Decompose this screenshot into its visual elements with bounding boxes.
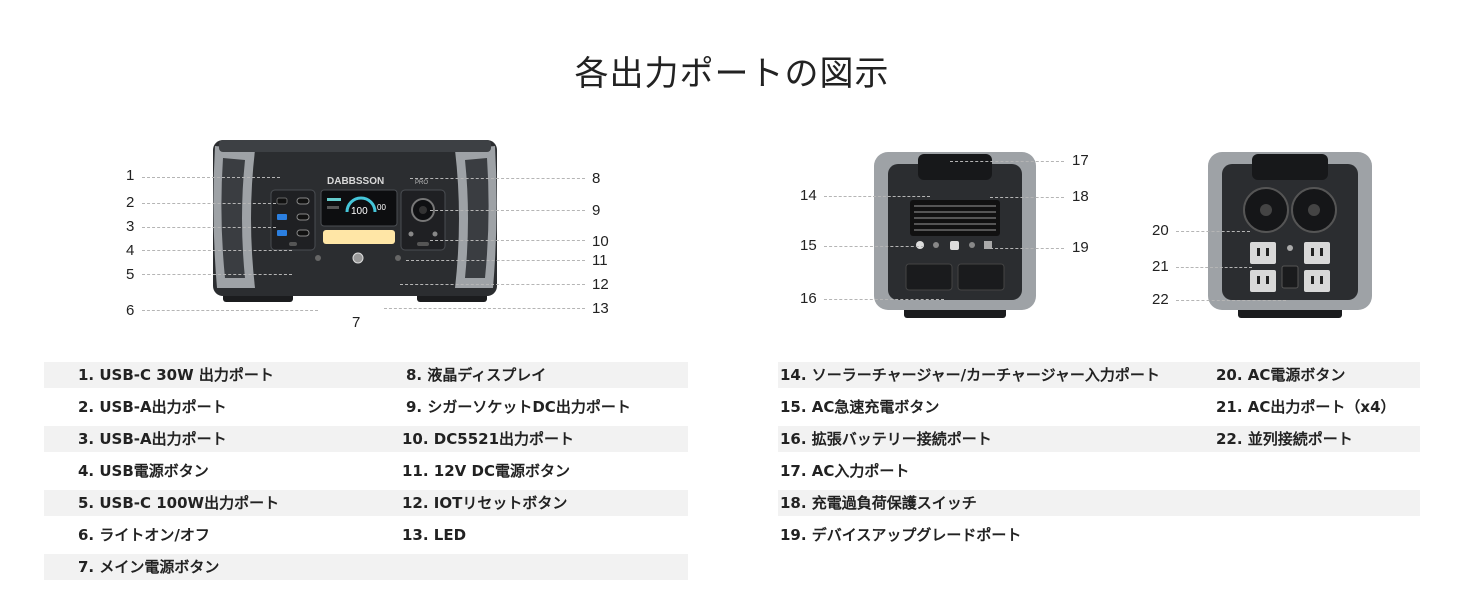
leader-line xyxy=(142,227,276,228)
display-value-left: 100 xyxy=(351,206,368,217)
legend-item-1: 1. USB-C 30W 出力ポート xyxy=(78,366,274,384)
legend-item-2: 2. USB-A出力ポート xyxy=(78,398,227,416)
legend-item-6: 6. ライトオン/オフ xyxy=(78,526,210,544)
leader-line xyxy=(824,196,930,197)
leader-line xyxy=(824,299,944,300)
legend-row xyxy=(44,362,688,388)
legend-item-10: 10. DC5521出力ポート xyxy=(402,430,575,448)
callout-1: 1 xyxy=(126,167,135,184)
leader-line xyxy=(142,177,280,178)
callout-13: 13 xyxy=(592,300,609,317)
legend-item-9: 9. シガーソケットDC出力ポート xyxy=(406,398,631,416)
legend-row xyxy=(778,362,1420,388)
power-station-back-image xyxy=(1208,152,1372,318)
callout-5: 5 xyxy=(126,266,135,283)
legend-item-4: 4. USB電源ボタン xyxy=(78,462,209,480)
leader-line xyxy=(406,260,585,261)
callout-20: 20 xyxy=(1152,222,1169,239)
leader-line xyxy=(1176,300,1286,301)
legend-item-14: 14. ソーラーチャージャー/カーチャージャー入力ポート xyxy=(780,366,1160,384)
callout-17: 17 xyxy=(1072,152,1089,169)
legend-item-20: 20. AC電源ボタン xyxy=(1216,366,1346,384)
brand-label: DABBSSON xyxy=(327,176,384,187)
legend-item-8: 8. 液晶ディスプレイ xyxy=(406,366,547,384)
callout-21: 21 xyxy=(1152,258,1169,275)
callout-12: 12 xyxy=(592,276,609,293)
leader-line xyxy=(430,240,585,241)
legend-item-13: 13. LED xyxy=(402,526,467,544)
callout-18: 18 xyxy=(1072,188,1089,205)
power-station-side-image xyxy=(874,152,1036,318)
page-title: 各出力ポートの図示 xyxy=(574,54,890,94)
callout-7: 7 xyxy=(352,314,361,331)
leader-line xyxy=(410,178,585,179)
legend-row xyxy=(778,426,1420,452)
leader-line xyxy=(142,250,292,251)
legend-item-16: 16. 拡張バッテリー接続ポート xyxy=(780,430,992,448)
legend-item-3: 3. USB-A出力ポート xyxy=(78,430,227,448)
leader-line xyxy=(430,210,585,211)
callout-14: 14 xyxy=(800,187,817,204)
legend-row xyxy=(44,554,688,580)
model-badge: PRO xyxy=(415,180,428,186)
leader-line xyxy=(400,284,585,285)
legend-row xyxy=(44,490,688,516)
legend-item-5: 5. USB-C 100W出力ポート xyxy=(78,494,280,512)
power-station-front-image: DABBSSON PRO 100 00 xyxy=(213,140,497,302)
callout-4: 4 xyxy=(126,242,135,259)
legend-item-21: 21. AC出力ポート（x4） xyxy=(1216,398,1396,416)
callout-19: 19 xyxy=(1072,239,1089,256)
legend-item-15: 15. AC急速充電ボタン xyxy=(780,398,940,416)
callout-11: 11 xyxy=(592,252,608,269)
callout-9: 9 xyxy=(592,202,601,219)
callout-22: 22 xyxy=(1152,291,1169,308)
leader-line xyxy=(824,246,924,247)
leader-line xyxy=(142,203,276,204)
legend-row xyxy=(44,426,688,452)
leader-line xyxy=(1176,231,1250,232)
callout-6: 6 xyxy=(126,302,135,319)
legend-item-22: 22. 並列接続ポート xyxy=(1216,430,1353,448)
leader-line xyxy=(384,308,585,309)
legend-item-18: 18. 充電過負荷保護スイッチ xyxy=(780,494,977,512)
callout-3: 3 xyxy=(126,218,135,235)
legend-row xyxy=(778,490,1420,516)
callout-2: 2 xyxy=(126,194,135,211)
leader-line xyxy=(1176,267,1252,268)
legend-item-12: 12. IOTリセットボタン xyxy=(402,494,568,512)
leader-line xyxy=(142,274,292,275)
display-value-right: 00 xyxy=(377,203,386,212)
legend-item-11: 11. 12V DC電源ボタン xyxy=(402,462,570,480)
callout-10: 10 xyxy=(592,233,609,250)
legend-item-7: 7. メイン電源ボタン xyxy=(78,558,220,576)
leader-line xyxy=(142,310,318,311)
leader-line xyxy=(950,161,1064,162)
callout-16: 16 xyxy=(800,290,817,307)
leader-line xyxy=(990,197,1064,198)
leader-line xyxy=(990,248,1064,249)
legend-item-19: 19. デバイスアップグレードポート xyxy=(780,526,1022,544)
legend-item-17: 17. AC入力ポート xyxy=(780,462,910,480)
callout-15: 15 xyxy=(800,237,817,254)
callout-8: 8 xyxy=(592,170,601,187)
